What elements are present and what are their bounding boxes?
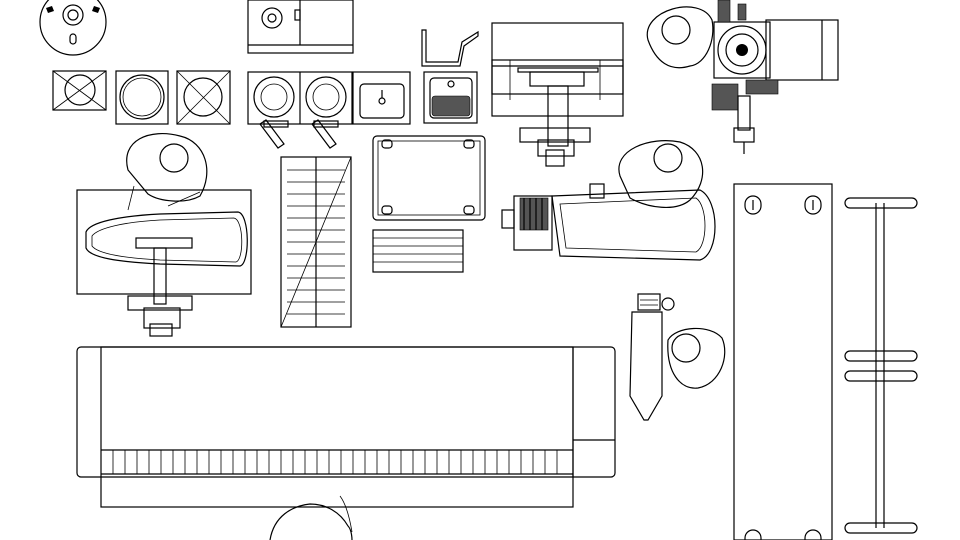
- deep-sink: [421, 29, 479, 124]
- ironing-board: [76, 132, 252, 337]
- front-loader-cabinet: [247, 0, 354, 54]
- storage-rack: [372, 229, 464, 273]
- drying-rack: [280, 156, 352, 328]
- hanging-panel: [733, 183, 833, 540]
- rack-slats: [287, 169, 345, 315]
- wash-tubs: [52, 70, 353, 149]
- garment-conveyor-unit: [491, 22, 624, 167]
- trolley-cart: [372, 135, 486, 221]
- sleeve-board: [629, 293, 726, 421]
- extraction-press: [501, 140, 716, 261]
- hanging-hook-rail: [844, 197, 918, 534]
- press-station: [646, 0, 839, 154]
- round-fixture: [39, 0, 107, 56]
- utility-sink: [352, 71, 411, 125]
- table-grid: [101, 449, 573, 475]
- long-work-table: [76, 346, 616, 540]
